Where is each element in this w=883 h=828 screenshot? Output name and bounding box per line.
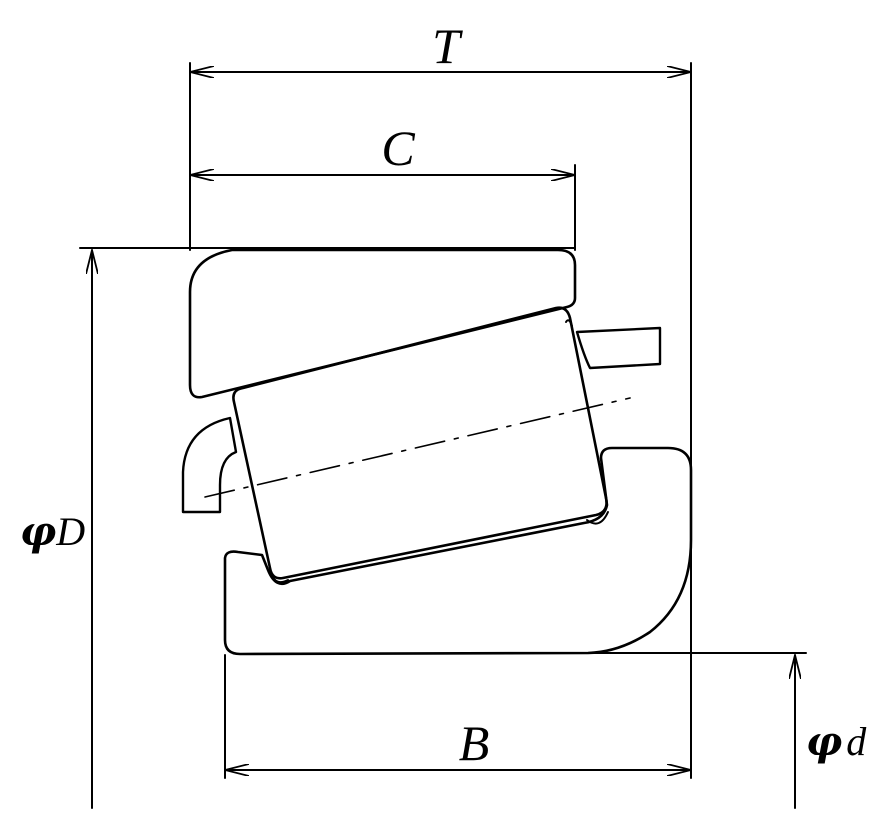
roller-axis-centerline (204, 397, 631, 498)
label-phi-d-inner-phi: φ (806, 718, 842, 765)
roller-fillet-top (565, 319, 573, 327)
tapered-roller (232, 306, 608, 580)
label-t: T (432, 18, 463, 74)
label-phi-d-inner-letter: d (846, 719, 867, 764)
label-c: C (381, 120, 415, 176)
label-phi-d-outer: φD (20, 508, 85, 555)
label-b: B (459, 715, 490, 771)
cone-rib-fillet (586, 511, 609, 525)
label-phi-d-outer-letter: D (55, 509, 85, 554)
cage-upper-section (575, 326, 662, 370)
cage-lower-section (181, 416, 238, 514)
extension-lines (79, 62, 807, 779)
outer-ring-cup (188, 248, 577, 399)
label-phi-d-outer-phi: φ (20, 508, 56, 555)
inner-ring-cone (223, 446, 693, 656)
